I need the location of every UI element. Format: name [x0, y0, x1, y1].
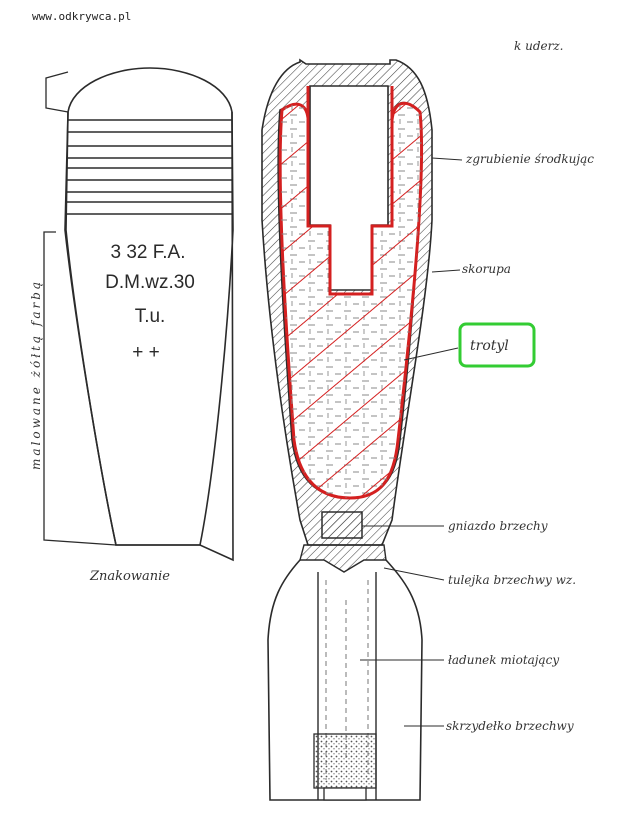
fuze-well [306, 86, 394, 296]
label-shell: skorupa [462, 262, 511, 276]
label-fuze-sleeve: tulejka brzechwy wz. [448, 573, 576, 587]
tail-sleeve [299, 544, 387, 573]
marking-line-4: + + [132, 342, 159, 363]
primer-cap [313, 733, 377, 789]
cross-section [261, 58, 433, 801]
primer-base [323, 787, 367, 801]
marking-line-1: 3 32 F.A. [111, 242, 186, 263]
watermark-text: www.odkrywca.pl [32, 10, 131, 23]
caption-text: Znakowanie [89, 569, 170, 584]
label-propellant: ładunek miotający [448, 653, 559, 667]
paint-bracket-top [45, 71, 69, 113]
label-fin: skrzydełko brzechwy [446, 719, 574, 733]
label-centering: zgrubienie środkując [465, 152, 594, 166]
trotyl-hatch [280, 103, 422, 498]
paint-note: malowane żółtą farbą [29, 279, 43, 470]
label-fuze-seat: gniazdo brzechy [448, 519, 548, 533]
label-trotyl: trotyl [470, 338, 509, 354]
exterior-view: malowane żółtą farbą 3 32 F.A. D.M.wz.30… [29, 67, 234, 584]
highlight-trotyl [458, 322, 536, 368]
marking-line-3: T.u. [135, 306, 166, 327]
leaders [360, 157, 463, 727]
centering-bands [66, 119, 233, 215]
exterior-body [65, 111, 234, 546]
marking-line-2: D.M.wz.30 [105, 272, 195, 293]
fuze-seat-plug [321, 511, 363, 539]
paint-bracket-side [43, 231, 117, 546]
top-note: k uderz. [514, 39, 563, 53]
